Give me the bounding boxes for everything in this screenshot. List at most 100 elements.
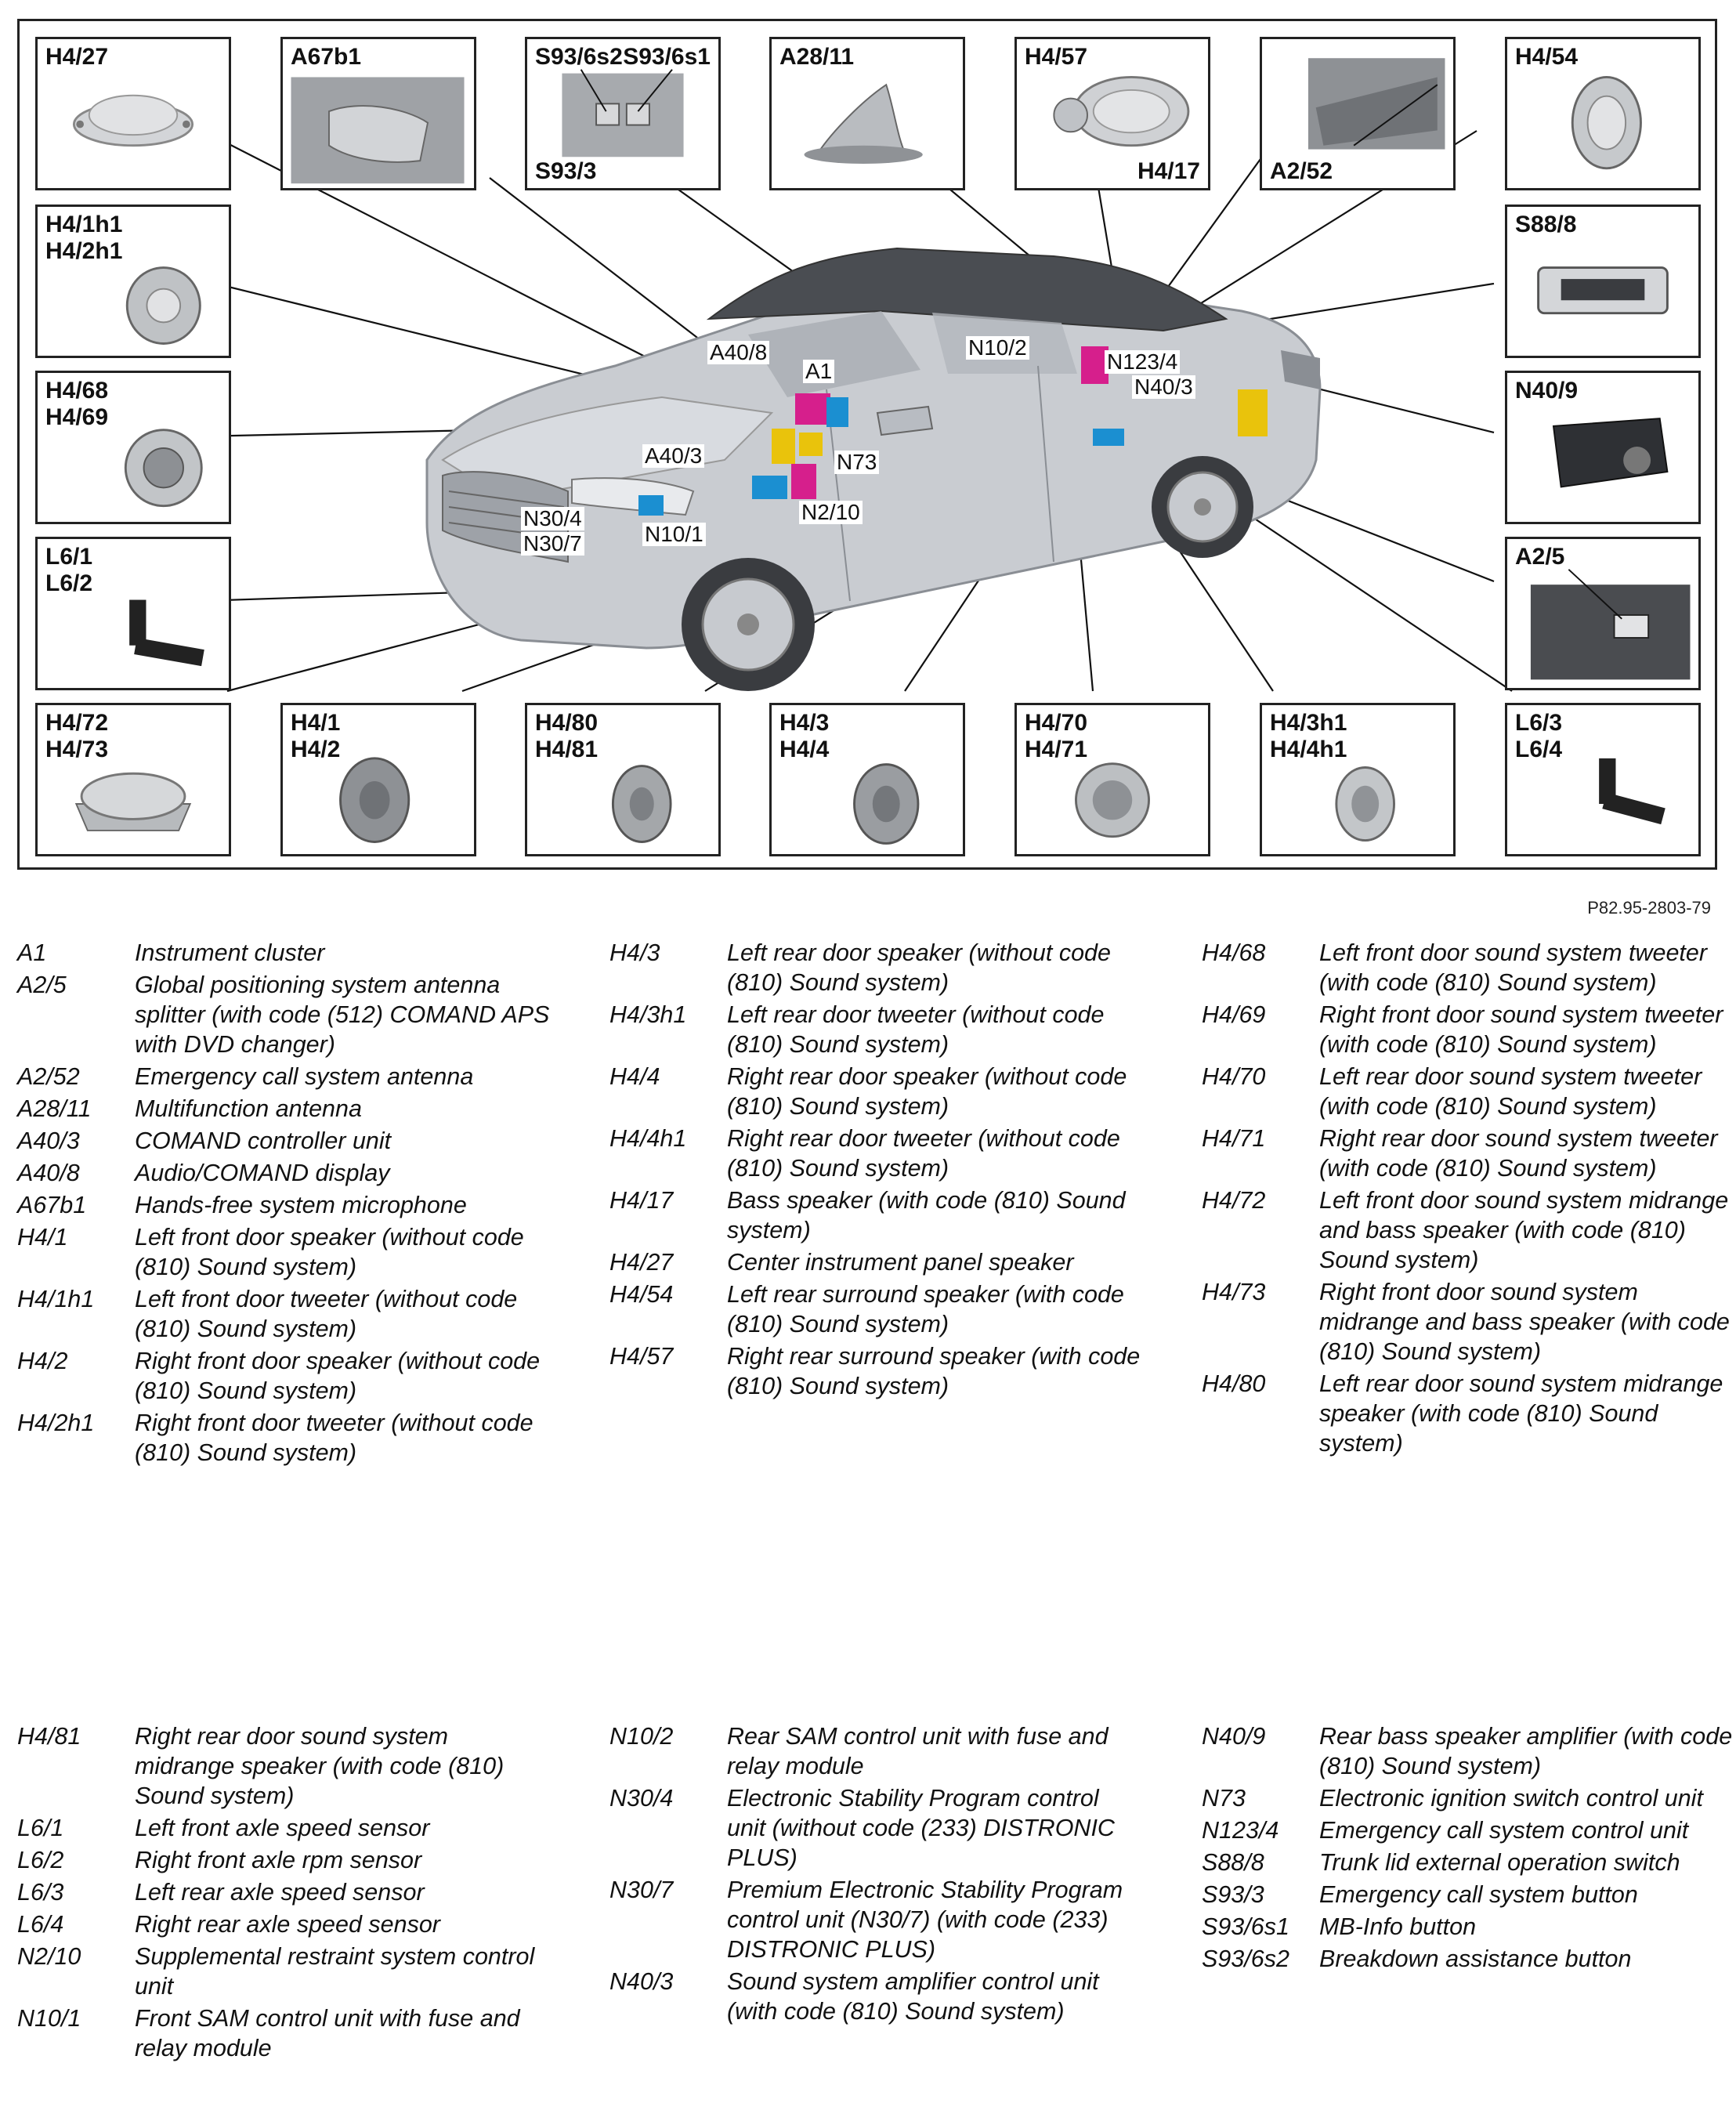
tweeter-icon xyxy=(125,266,201,345)
legend-code: H4/68 xyxy=(1202,939,1266,966)
box-h4-80: H4/80 H4/81 xyxy=(525,703,721,856)
legend-description: Electronic ignition switch control unit xyxy=(1319,1785,1703,1812)
legend-description: Rear SAM control unit with fuse and rela… xyxy=(727,1723,1109,1779)
box-label: H4/17 xyxy=(1137,158,1200,184)
box-label: H4/72 xyxy=(45,710,109,736)
legend-code: A2/52 xyxy=(17,1063,80,1090)
legend-code: S93/6s1 xyxy=(1202,1913,1289,1940)
legend-entry: S93/6s2 Breakdown assistance button xyxy=(1202,1944,1734,1974)
legend-description: Left front axle speed sensor xyxy=(135,1815,430,1841)
tweeter-icon xyxy=(124,429,203,508)
legend-entry: A40/3 COMAND controller unit xyxy=(17,1126,550,1156)
box-label: H4/2h1 xyxy=(45,238,123,264)
legend-code: S93/3 xyxy=(1202,1881,1264,1908)
legend-description: Electronic Stability Program control uni… xyxy=(727,1785,1115,1871)
legend-description: Right rear door sound system midrange sp… xyxy=(135,1723,505,1809)
box-label: H4/68 xyxy=(45,378,109,404)
box-h4-3: H4/3 H4/4 xyxy=(769,703,965,856)
box-label: H4/4 xyxy=(779,737,830,762)
callout-n73: N73 xyxy=(834,451,880,474)
legend-code: H4/2 xyxy=(17,1348,68,1374)
legend-description: Right front door speaker (without code (… xyxy=(135,1348,541,1404)
box-label: H4/69 xyxy=(45,404,109,430)
box-h4-27: H4/27 xyxy=(35,37,231,190)
legend-description: Front SAM control unit with fuse and rel… xyxy=(135,2005,520,2061)
callout-n2-10: N2/10 xyxy=(799,501,863,524)
legend-code: H4/81 xyxy=(17,1723,81,1750)
legend-description: Audio/COMAND display xyxy=(135,1160,390,1186)
legend-code: A67b1 xyxy=(17,1192,87,1218)
legend-code: H4/71 xyxy=(1202,1125,1266,1152)
box-h4-54: H4/54 xyxy=(1505,37,1701,190)
box-label: A28/11 xyxy=(779,44,855,70)
n2-10-marker xyxy=(791,464,816,499)
amplifier-icon xyxy=(1552,418,1669,488)
legend-entry: N123/4 Emergency call system control unit xyxy=(1202,1815,1734,1845)
speaker-icon xyxy=(853,763,920,845)
legend-code: A40/8 xyxy=(17,1160,80,1186)
speed-sensor-icon xyxy=(129,599,204,667)
box-label: A67b1 xyxy=(291,44,362,70)
box-label: H4/4h1 xyxy=(1270,737,1347,762)
overhead-buttons-icon xyxy=(562,69,684,157)
legend-code: H4/4h1 xyxy=(609,1125,687,1152)
callout-a40-8: A40/8 xyxy=(707,341,770,364)
legend-description: COMAND controller unit xyxy=(135,1128,392,1154)
speaker-icon xyxy=(72,94,194,147)
legend-code: H4/80 xyxy=(1202,1370,1266,1397)
box-label: S93/3 xyxy=(535,158,597,184)
callout-n40-3: N40/3 xyxy=(1132,375,1195,399)
n30-4-marker xyxy=(638,495,664,516)
box-h4-72: H4/72 H4/73 xyxy=(35,703,231,856)
legend-code: L6/3 xyxy=(17,1879,64,1906)
legend-description: Breakdown assistance button xyxy=(1319,1946,1632,1972)
speaker-icon xyxy=(1571,76,1642,170)
legend-description: Left front door speaker (without code (8… xyxy=(135,1224,524,1280)
box-label: L6/4 xyxy=(1515,737,1563,762)
box-label: H4/54 xyxy=(1515,44,1579,70)
box-h4-57: H4/57 H4/17 xyxy=(1014,37,1210,190)
legend-entry: A67b1 Hands-free system microphone xyxy=(17,1190,550,1220)
n73-marker xyxy=(799,433,823,456)
legend-code: N10/2 xyxy=(609,1723,674,1750)
box-label: H4/81 xyxy=(535,737,599,762)
box-label: A2/52 xyxy=(1270,158,1333,184)
component-markers xyxy=(638,346,1268,516)
legend-description: Rear bass speaker amplifier (with code (… xyxy=(1319,1723,1733,1779)
legend-description: Right front door sound system midrange a… xyxy=(1319,1279,1730,1365)
box-h4-1: H4/1 H4/2 xyxy=(280,703,476,856)
legend-description: Emergency call system control unit xyxy=(1319,1817,1689,1844)
box-s93: S93/6s2 S93/6s1 S93/3 xyxy=(525,37,721,190)
legend-code: H4/4 xyxy=(609,1063,660,1090)
legend-description: Left rear axle speed sensor xyxy=(135,1879,425,1906)
legend-code: S93/6s2 xyxy=(1202,1946,1289,1972)
callout-a1: A1 xyxy=(803,360,835,383)
legend-description: Hands-free system microphone xyxy=(135,1192,467,1218)
speaker-icon xyxy=(74,772,192,831)
legend-code: N123/4 xyxy=(1202,1817,1279,1844)
legend-code: A40/3 xyxy=(17,1128,80,1154)
legend-entry: N10/2 Rear SAM control unit with fuse and… xyxy=(609,1721,1142,1781)
callout-n30-7: N30/7 xyxy=(521,532,584,556)
callout-n10-1: N10/1 xyxy=(642,523,706,546)
legend-description: Left rear door tweeter (without code (81… xyxy=(727,1001,1105,1058)
callout-n123-4: N123/4 xyxy=(1105,350,1181,374)
trunk-switch-icon xyxy=(1537,266,1669,315)
speed-sensor-icon xyxy=(1599,758,1665,825)
